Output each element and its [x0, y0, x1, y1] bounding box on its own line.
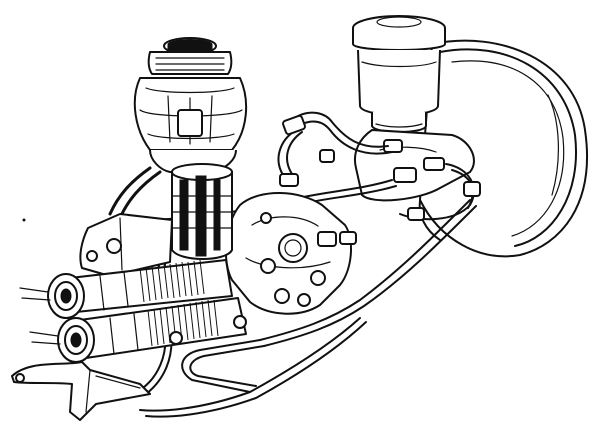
upper-spring-cylinder — [19, 259, 233, 319]
proportioning-valve — [224, 192, 352, 315]
mounting-bracket — [11, 361, 151, 421]
upper-spring — [139, 259, 205, 303]
left-mount-block — [79, 213, 173, 277]
lower-spring-cylinder — [29, 297, 247, 363]
central-solenoid — [171, 163, 233, 260]
sensor-tower — [108, 37, 248, 220]
lower-spring — [147, 299, 219, 347]
fluid-reservoir — [352, 15, 446, 133]
brake-booster — [418, 39, 588, 258]
line-fittings — [279, 114, 481, 245]
